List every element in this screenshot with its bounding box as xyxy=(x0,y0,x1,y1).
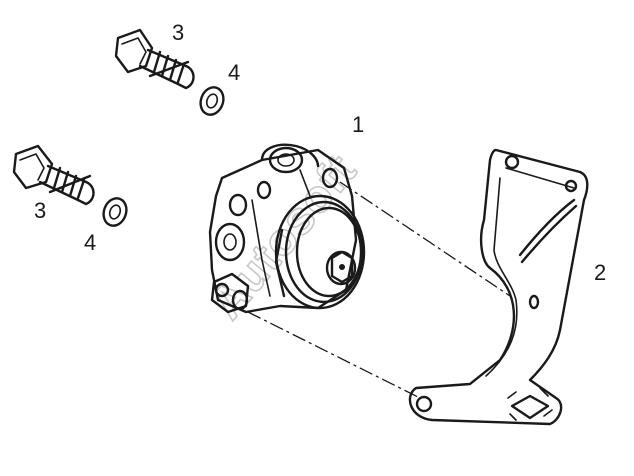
washer-bottom xyxy=(102,197,128,227)
bolt-top xyxy=(114,28,195,90)
alignment-line-lower xyxy=(247,311,421,399)
mounting-bracket xyxy=(408,148,589,426)
callout-part-4-top: 4 xyxy=(228,60,240,85)
bolt-bottom xyxy=(12,144,95,206)
washer-top xyxy=(199,86,225,116)
alignment-line-upper xyxy=(339,181,511,297)
pump-assembly xyxy=(208,143,366,314)
callout-part-3-top: 3 xyxy=(172,20,184,45)
callout-part-1: 1 xyxy=(352,112,364,137)
callout-part-2: 2 xyxy=(594,260,606,285)
callout-part-3-bottom: 3 xyxy=(34,198,46,223)
callout-part-4-bottom: 4 xyxy=(84,230,96,255)
